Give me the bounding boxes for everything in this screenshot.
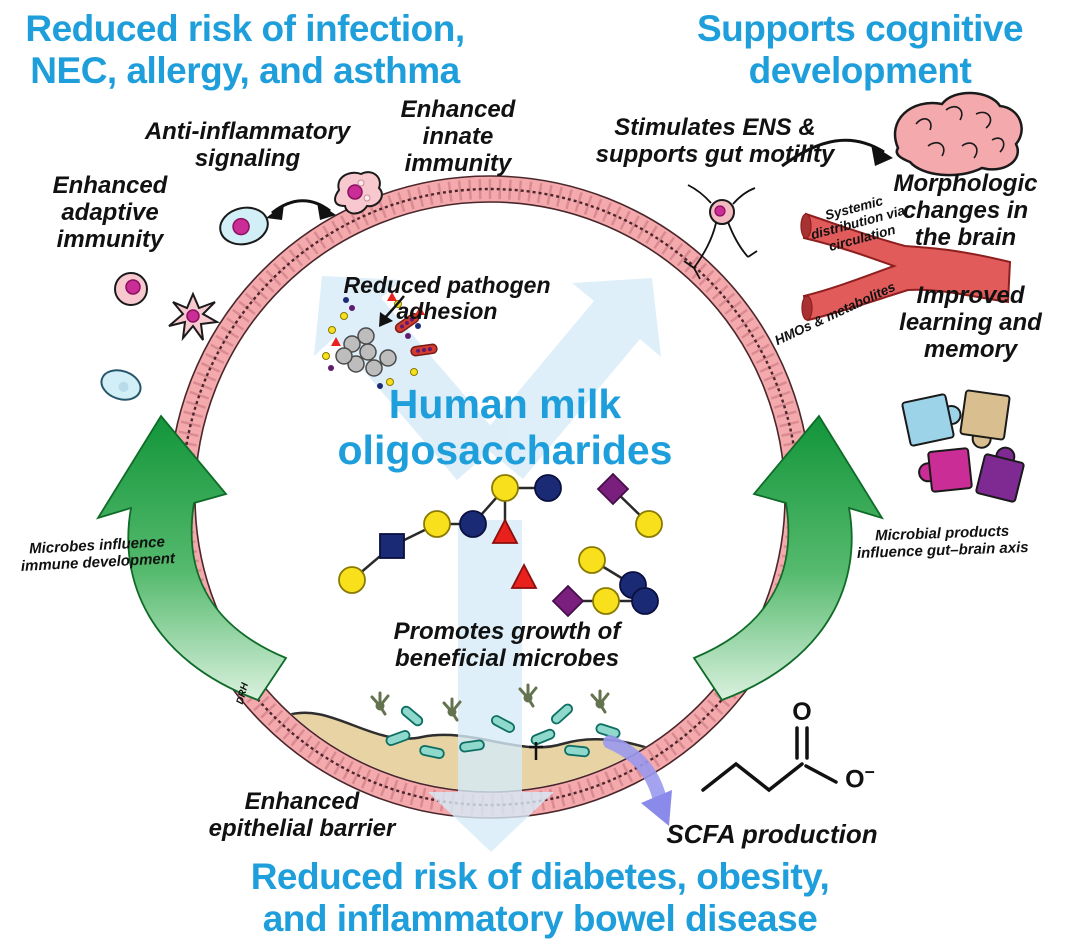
bacterium-icon xyxy=(564,744,590,758)
sialic-acid-glyph-icon xyxy=(596,472,630,506)
macrophage-icon xyxy=(334,171,383,215)
chem-carbonyl-oxygen: O xyxy=(792,698,812,726)
microbe-cluster-icon xyxy=(442,697,462,722)
flow-arrow-down-icon xyxy=(428,520,554,852)
bacterium-icon xyxy=(400,705,424,727)
headline-bottom: Reduced risk of diabetes, obesity, and i… xyxy=(250,856,830,940)
immune-cell-icon xyxy=(100,369,142,401)
brain-icon xyxy=(893,91,1023,177)
pathogen-rod-icon xyxy=(394,312,420,334)
center-title: Human milk oligosaccharides xyxy=(337,381,673,473)
flow-arrow-upleft-icon xyxy=(314,276,503,480)
scfa-structure-icon xyxy=(701,726,838,793)
neuron-icon xyxy=(683,184,758,280)
galactose-glyph-icon xyxy=(338,566,366,594)
bacterium-icon xyxy=(490,715,516,733)
label-adaptive-immunity: Enhanced adaptive immunity xyxy=(52,172,168,254)
chem-carboxylate-oxygen: O− xyxy=(845,762,875,794)
pathogen-rod-icon xyxy=(410,343,438,357)
label-epithelial-barrier: Enhanced epithelial barrier xyxy=(208,788,396,843)
bacterium-icon xyxy=(551,703,573,725)
fucose-glyph-icon xyxy=(510,563,538,589)
fucose-glyph-icon xyxy=(491,518,519,544)
hmo-structures xyxy=(338,472,663,618)
headline-top-left: Reduced risk of infection, NEC, allergy,… xyxy=(25,8,465,92)
dendritic-cell-icon xyxy=(168,291,221,342)
bacterium-icon xyxy=(419,745,445,759)
annotation-arrows xyxy=(379,138,893,327)
microbe-cluster-icon xyxy=(590,689,610,714)
green-arrow-right-icon xyxy=(692,414,885,702)
label-anti-inflammatory: Anti-inflammatory signaling xyxy=(144,118,351,173)
label-scfa-production: SCFA production xyxy=(666,819,878,849)
green-arrow-left-icon xyxy=(95,414,288,702)
green-feedback-arrows xyxy=(95,414,885,702)
pili-symbol-icon xyxy=(529,742,543,760)
label-improved-learning: Improved learning and memory xyxy=(899,282,1042,364)
label-innate-immunity: Enhanced innate immunity xyxy=(400,96,516,178)
bacterium-icon xyxy=(385,730,411,746)
immune-cell-icon xyxy=(219,206,269,246)
puzzle-pieces-icon xyxy=(901,389,1025,503)
flow-arrow-upright-icon xyxy=(477,278,661,479)
microbe-cluster-icon xyxy=(518,683,538,708)
label-morphologic-changes: Morphologic changes in the brain xyxy=(893,170,1038,252)
label-microbial-products: Microbial products influence gut–brain a… xyxy=(856,522,1029,562)
bacterium-icon xyxy=(459,739,485,753)
bacterium-icon xyxy=(595,723,621,739)
sialic-acid-glyph-icon xyxy=(551,584,585,618)
label-pathogen-adhesion: Reduced pathogen adhesion xyxy=(343,272,551,324)
glcnac-glyph-icon xyxy=(379,533,405,559)
microbe-cluster-icon xyxy=(370,691,390,716)
pathogen-cluster xyxy=(322,292,438,389)
label-promotes-growth: Promotes growth of beneficial microbes xyxy=(393,618,621,673)
scfa-arrow-icon xyxy=(603,735,672,826)
bacterium-icon xyxy=(530,728,556,746)
charge-superscript: − xyxy=(864,762,875,782)
beneficial-microbes xyxy=(370,683,621,760)
label-stimulates-ens: Stimulates ENS & supports gut motility xyxy=(595,114,835,169)
headline-top-right: Supports cognitive development xyxy=(696,8,1024,92)
glucose-glyph-icon xyxy=(459,510,487,538)
immune-cell-icon xyxy=(114,272,148,306)
hmo-flow-arrows xyxy=(314,276,661,852)
blood-vessel-icon xyxy=(800,212,1012,322)
immune-cells xyxy=(100,171,383,401)
pathogen-coccus-icon xyxy=(343,335,361,353)
